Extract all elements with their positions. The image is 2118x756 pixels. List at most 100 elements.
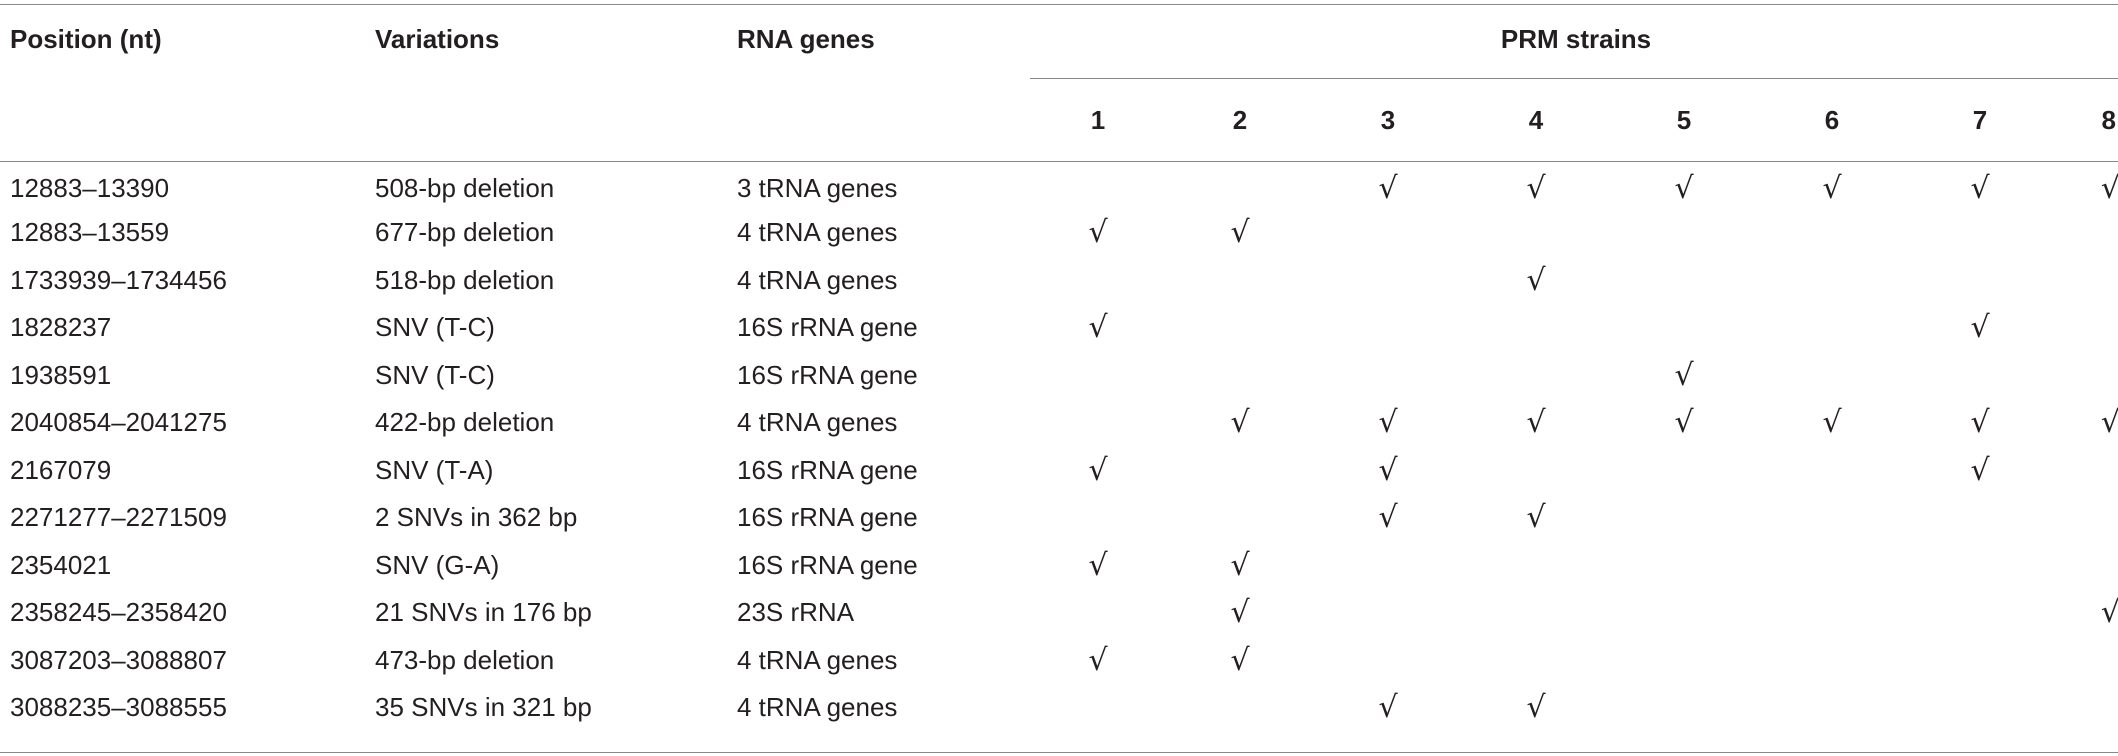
cell-strain-8: [2054, 257, 2118, 305]
cell-variation: SNV (G-A): [375, 549, 500, 580]
cell-position: 1938591: [10, 359, 112, 390]
cell-variation: 677-bp deletion: [375, 217, 555, 248]
check-mark-icon: √: [1088, 310, 1108, 346]
cell-strain-7: [1906, 352, 2054, 400]
check-mark-icon: √: [2100, 595, 2118, 631]
cell-strain-6: [1758, 684, 1906, 732]
cell-strain-5: √: [1610, 352, 1758, 400]
cell-strain-2: √: [1166, 637, 1314, 685]
cell-strain-7: [1906, 494, 2054, 542]
cell-strain-1: [1030, 352, 1166, 400]
cell-strain-4: √: [1462, 257, 1610, 305]
header-strain-1: 1: [1030, 78, 1166, 162]
cell-position: 12883–13559: [10, 217, 170, 248]
cell-position: 3087203–3088807: [10, 644, 227, 675]
cell-position: 2354021: [10, 549, 112, 580]
cell-strain-6: [1758, 257, 1906, 305]
cell-strain-6: √: [1758, 162, 1906, 210]
check-mark-icon: √: [1088, 452, 1108, 488]
check-mark-icon: √: [1822, 405, 1842, 441]
cell-position: 1828237: [10, 312, 112, 343]
cell-strain-7: [1906, 209, 2054, 257]
cell-rna-gene: 23S rRNA: [737, 597, 855, 628]
cell-strain-2: [1166, 162, 1314, 210]
cell-strain-6: [1758, 542, 1906, 590]
check-mark-icon: √: [1970, 452, 1990, 488]
cell-strain-8: [2054, 637, 2118, 685]
cell-position: 1733939–1734456: [10, 264, 227, 295]
cell-strain-5: [1610, 542, 1758, 590]
cell-strain-7: [1906, 589, 2054, 637]
check-mark-icon: √: [1674, 171, 1694, 206]
cell-strain-1: [1030, 399, 1166, 447]
cell-rna-gene: 16S rRNA gene: [737, 549, 918, 580]
cell-strain-6: [1758, 637, 1906, 685]
cell-strain-3: [1314, 352, 1462, 400]
check-mark-icon: √: [1378, 500, 1398, 536]
cell-position: 12883–13390: [10, 173, 170, 204]
check-mark-icon: √: [1230, 595, 1250, 631]
cell-strain-2: [1166, 352, 1314, 400]
cell-rna-gene: 16S rRNA gene: [737, 502, 918, 533]
cell-strain-8: [2054, 684, 2118, 732]
cell-strain-7: √: [1906, 447, 2054, 495]
cell-strain-5: [1610, 209, 1758, 257]
cell-strain-3: [1314, 589, 1462, 637]
cell-variation: SNV (T-C): [375, 359, 495, 390]
cell-strain-7: √: [1906, 399, 2054, 447]
table-row: 2354021 SNV (G-A) 16S rRNA gene √√: [0, 542, 2118, 590]
check-mark-icon: √: [2100, 171, 2118, 206]
cell-strain-1: [1030, 589, 1166, 637]
check-mark-icon: √: [1970, 171, 1990, 206]
header-strain-6: 6: [1758, 78, 1906, 162]
cell-variation: 2 SNVs in 362 bp: [375, 502, 578, 533]
header-strain-4: 4: [1462, 78, 1610, 162]
cell-strain-4: [1462, 637, 1610, 685]
cell-strain-3: √: [1314, 447, 1462, 495]
check-mark-icon: √: [1378, 171, 1398, 206]
cell-strain-4: [1462, 542, 1610, 590]
cell-position: 2271277–2271509: [10, 502, 227, 533]
cell-strain-4: √: [1462, 494, 1610, 542]
cell-strain-1: √: [1030, 209, 1166, 257]
cell-variation: 508-bp deletion: [375, 173, 555, 204]
cell-strain-3: √: [1314, 684, 1462, 732]
cell-strain-8: [2054, 352, 2118, 400]
header-strain-2: 2: [1166, 78, 1314, 162]
header-spacer: [727, 78, 1030, 162]
cell-strain-4: √: [1462, 684, 1610, 732]
cell-strain-8: √: [2054, 399, 2118, 447]
cell-variation: SNV (T-A): [375, 454, 494, 485]
header-spacer: [365, 78, 727, 162]
cell-strain-5: √: [1610, 162, 1758, 210]
cell-strain-4: √: [1462, 399, 1610, 447]
check-mark-icon: √: [1526, 405, 1546, 441]
header-strain-5: 5: [1610, 78, 1758, 162]
cell-strain-1: [1030, 494, 1166, 542]
cell-strain-7: [1906, 257, 2054, 305]
cell-strain-3: √: [1314, 399, 1462, 447]
cell-strain-1: √: [1030, 304, 1166, 352]
check-mark-icon: √: [1088, 642, 1108, 678]
cell-strain-4: √: [1462, 162, 1610, 210]
cell-strain-5: [1610, 637, 1758, 685]
cell-strain-2: √: [1166, 542, 1314, 590]
cell-strain-2: [1166, 304, 1314, 352]
check-mark-icon: √: [1378, 452, 1398, 488]
cell-strain-3: √: [1314, 162, 1462, 210]
check-mark-icon: √: [1526, 500, 1546, 536]
cell-strain-1: √: [1030, 542, 1166, 590]
header-strain-7: 7: [1906, 78, 2054, 162]
cell-strain-3: √: [1314, 494, 1462, 542]
cell-rna-gene: 16S rRNA gene: [737, 359, 918, 390]
cell-strain-7: [1906, 684, 2054, 732]
cell-strain-4: [1462, 352, 1610, 400]
